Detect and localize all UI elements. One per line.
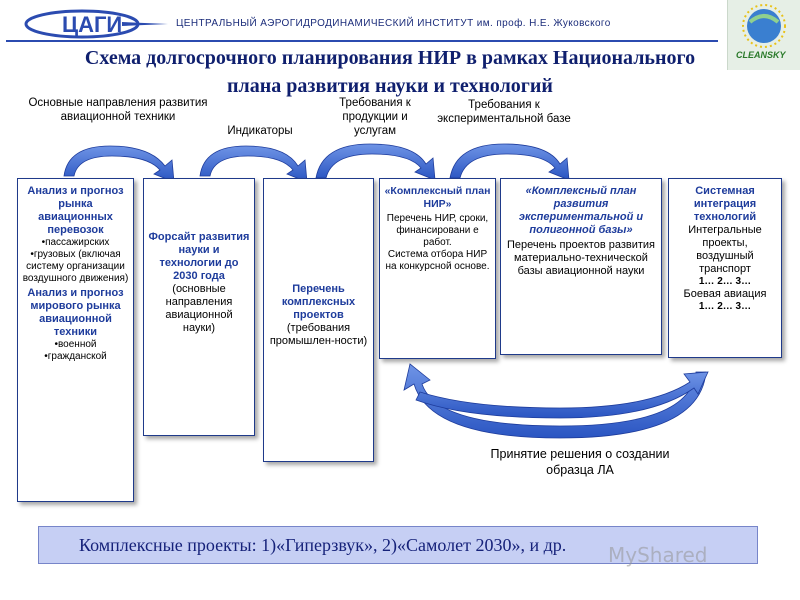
complex-plan-text-2: Система отбора НИР на конкурсной основе. (385, 249, 490, 272)
market-item-cargo: •грузовых (включая систему организации в… (22, 249, 129, 284)
title-line-2: плана развития науки и технологий (227, 75, 553, 97)
exp-base-text: Перечень проектов развития материально-т… (506, 239, 656, 277)
box-experimental-base: «Комплексный план развития экспериментал… (500, 178, 662, 355)
box-foresight: Форсайт развития науки и технологии до 2… (143, 178, 255, 436)
foresight-title: Форсайт развития науки и технологии до 2… (148, 231, 250, 282)
arrow-foresight-to-list (199, 145, 308, 183)
complex-list-text: (требования промышлен-ности) (269, 322, 368, 347)
label-directions: Основные направления развития авиационно… (28, 97, 208, 123)
complex-projects-banner: Комплексные проекты: 1)«Гиперзвук», 2)«С… (38, 526, 758, 564)
box-system-integration: Системная интеграция технологий Интеграл… (668, 178, 782, 358)
label-products: Требования к продукции и услугам (339, 97, 411, 137)
header-rule (6, 40, 718, 42)
market-item-civil: •гражданской (44, 351, 107, 362)
globe-icon (742, 4, 786, 48)
label-base: Требования к экспериментальной базе (437, 99, 571, 125)
complex-plan-title: «Комплексный план НИР» (384, 185, 491, 210)
exp-base-title: «Комплексный план развития экспериментал… (518, 185, 644, 236)
system-text-2: Боевая авиация (683, 288, 767, 300)
banner-text: Комплексные проекты: 1)«Гиперзвук», 2)«С… (79, 535, 567, 555)
arrow-list-to-plan (315, 143, 436, 181)
system-enum-2: 1… 2… 3… (698, 301, 752, 312)
market-title-1: Анализ и прогноз рынка авиационных перев… (27, 185, 124, 236)
box-market-analysis: Анализ и прогноз рынка авиационных перев… (17, 178, 134, 502)
market-title-2: Анализ и прогноз мирового рынка авиацион… (27, 287, 124, 338)
market-item-military: •военной (54, 339, 97, 350)
market-item-passenger: •пассажирских (41, 237, 110, 248)
box-complex-projects-list: Перечень комплексных проектов (требовани… (263, 178, 374, 462)
box-complex-plan-nir: «Комплексный план НИР» Перечень НИР, сро… (379, 178, 496, 359)
tsagi-logo: ЦАГИ (24, 9, 168, 39)
arrow-market-to-foresight (63, 145, 175, 183)
title-line-1: Схема долгосрочного планирования НИР в р… (84, 47, 696, 69)
arrow-plan-to-base (449, 143, 570, 181)
system-title: Системная интеграция технологий (693, 185, 757, 223)
decision-label: Принятие решения о создании образца ЛА (490, 447, 670, 477)
system-text-1: Интегральные проекты, воздушный транспор… (688, 224, 762, 275)
system-enum-1: 1… 2… 3… (698, 276, 752, 287)
organization-name: ЦЕНТРАЛЬНЫЙ АЭРОГИДРОДИНАМИЧЕСКИЙ ИНСТИТ… (176, 18, 611, 29)
cleansky-logo: CLEANSKY (727, 0, 800, 70)
complex-list-title: Перечень комплексных проектов (281, 283, 356, 321)
complex-plan-text-1: Перечень НИР, сроки, финансировани е раб… (386, 213, 489, 248)
myshared-watermark: MyShared (608, 543, 708, 567)
foresight-text: (основные направления авиационной науки) (165, 283, 233, 334)
page-title: Схема долгосрочного планирования НИР в р… (10, 44, 770, 100)
label-indicators: Индикаторы (227, 125, 293, 137)
tsagi-logo-text: ЦАГИ (62, 12, 122, 37)
cleansky-logo-text: CLEANSKY (736, 50, 786, 60)
arrow-decision-loop (403, 363, 709, 439)
